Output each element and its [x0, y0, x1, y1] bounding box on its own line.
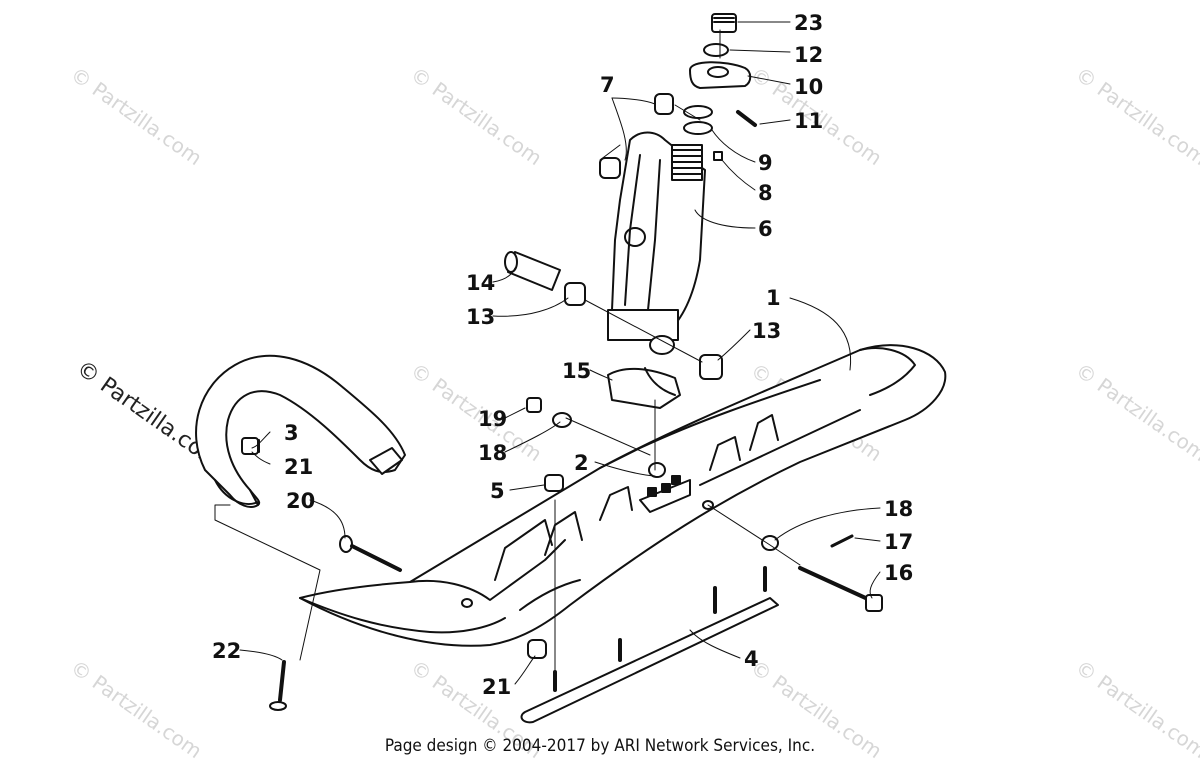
callout-19: 19: [478, 407, 507, 431]
callout-21-bottom: 21: [482, 675, 511, 699]
callout-20: 20: [286, 489, 315, 513]
callout-5: 5: [490, 479, 505, 503]
ski-body: [299, 344, 947, 647]
callout-22: 22: [212, 639, 241, 663]
spindle: [607, 131, 706, 355]
callout-15: 15: [562, 359, 591, 383]
callout-7: 7: [600, 73, 615, 97]
callout-12: 12: [794, 43, 823, 67]
callout-2: 2: [574, 451, 589, 475]
callout-10: 10: [794, 75, 823, 99]
callout-13-right: 13: [752, 319, 781, 343]
callout-labels: 23 12 10 11 7 9 8 6 1 14 13 13 15 3 21 1…: [212, 11, 913, 699]
leader-lines: [214, 21, 881, 691]
callout-18: 18: [478, 441, 507, 465]
callout-16: 16: [884, 561, 913, 585]
page-footer: Page design © 2004-2017 by ARI Network S…: [384, 736, 816, 756]
callout-3: 3: [284, 421, 299, 445]
callout-4: 4: [744, 647, 759, 671]
callout-6: 6: [758, 217, 773, 241]
callout-8: 8: [758, 181, 773, 205]
callout-1: 1: [766, 286, 781, 310]
callout-17: 17: [884, 530, 913, 554]
callout-13: 13: [466, 305, 495, 329]
callout-9: 9: [758, 151, 773, 175]
ski-loop-handle: [195, 354, 406, 508]
callout-21: 21: [284, 455, 313, 479]
callout-11: 11: [794, 109, 823, 133]
callout-18-right: 18: [884, 497, 913, 521]
small-parts: [241, 13, 883, 711]
callout-23: 23: [794, 11, 823, 35]
callout-14: 14: [466, 271, 495, 295]
